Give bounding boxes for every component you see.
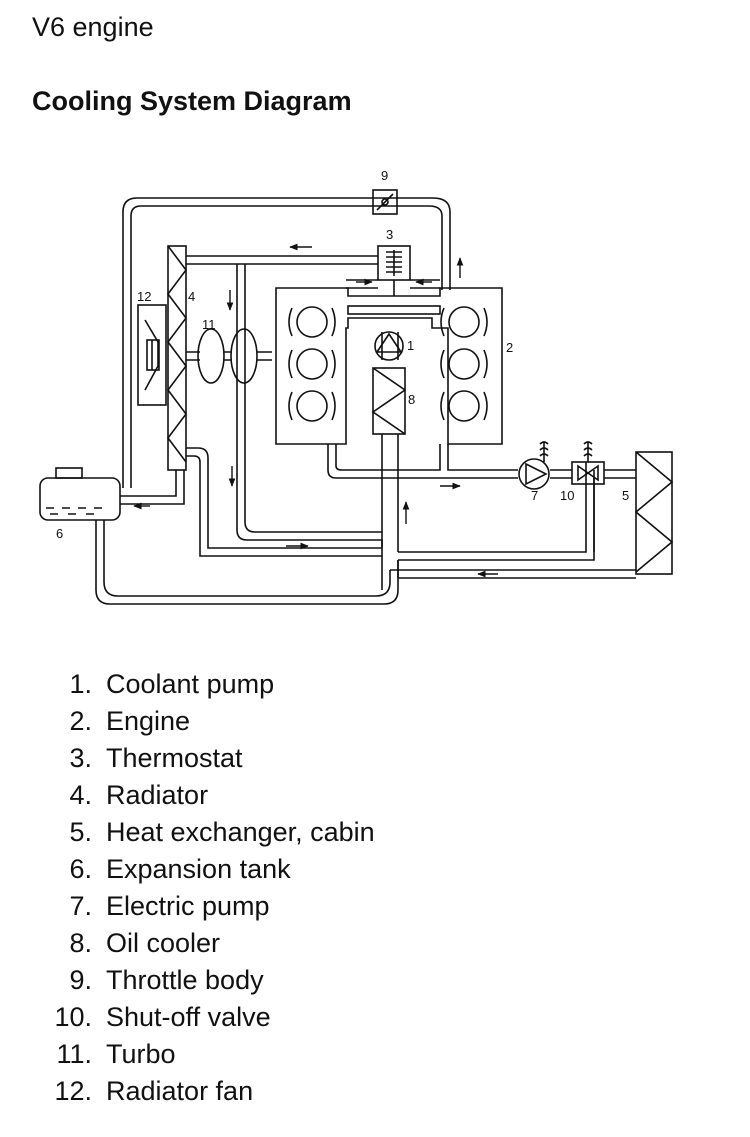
label-3: 3 — [386, 227, 393, 242]
legend-number: 7. — [69, 891, 92, 921]
coolant-pump — [374, 331, 404, 361]
turbo — [186, 328, 272, 384]
label-6: 6 — [56, 526, 63, 541]
legend-number: 10. — [54, 1002, 92, 1032]
cooling-system-diagram: 1 2 3 4 5 6 7 8 9 10 11 12 — [39, 168, 674, 605]
legend-number: 2. — [69, 706, 92, 736]
engine-block — [275, 287, 503, 445]
pipe-tank-feed — [120, 470, 185, 505]
label-2: 2 — [506, 340, 513, 355]
label-1: 1 — [407, 338, 414, 353]
label-5: 5 — [622, 488, 629, 503]
label-10: 10 — [560, 488, 574, 503]
electric-pump — [518, 441, 550, 490]
label-4: 4 — [188, 289, 195, 304]
pipe-thermostat-radiator — [186, 255, 378, 265]
pipe-heater-middle — [398, 462, 595, 561]
pipe-radiator-bottom-outer — [186, 447, 382, 549]
pipe-thermostat-down-left-inner — [244, 264, 382, 533]
legend-label: Coolant pump — [106, 669, 275, 699]
label-11: 11 — [202, 317, 216, 332]
legend-number: 8. — [69, 928, 92, 958]
legend-label: Shut-off valve — [106, 1002, 271, 1032]
legend-label: Engine — [106, 706, 191, 736]
pipe-pump-valve-exchanger — [550, 469, 636, 552]
oil-cooler — [371, 367, 407, 435]
pipe-bottom-return-outer — [95, 520, 399, 605]
pipe-throttle-loop-outer — [122, 197, 451, 488]
legend-number: 5. — [69, 817, 92, 847]
page-title: Cooling System Diagram — [32, 86, 352, 116]
legend-label: Radiator fan — [106, 1076, 254, 1106]
radiator-fan — [137, 304, 167, 406]
legend-number: 1. — [69, 669, 92, 699]
legend-number: 3. — [69, 743, 92, 773]
pipe-throttle-loop-inner — [130, 205, 443, 488]
legend-number: 6. — [69, 854, 92, 884]
legend-label: Radiator — [106, 780, 209, 810]
page-subtitle: V6 engine — [32, 12, 154, 42]
heat-exchanger — [634, 451, 674, 575]
legend-label: Electric pump — [106, 891, 270, 921]
diagram-labels: 1 2 3 4 5 6 7 8 9 10 11 12 — [56, 168, 629, 541]
legend-label: Turbo — [106, 1039, 176, 1069]
legend-label: Expansion tank — [106, 854, 291, 884]
shut-off-valve — [571, 441, 605, 485]
label-8: 8 — [408, 392, 415, 407]
pipe-bottom-return-inner — [103, 520, 391, 597]
pipe-engine-outlets — [327, 444, 518, 479]
label-7: 7 — [531, 488, 538, 503]
flow-arrows — [133, 243, 498, 578]
legend-label: Oil cooler — [106, 928, 221, 958]
legend-number: 4. — [69, 780, 92, 810]
legend-label: Thermostat — [106, 743, 243, 773]
legend-number: 9. — [69, 965, 92, 995]
pipe-radiator-bottom-inner — [186, 455, 382, 557]
expansion-tank — [39, 467, 121, 521]
legend-number: 11. — [56, 1039, 92, 1069]
throttle-body — [372, 189, 398, 215]
label-12: 12 — [137, 289, 151, 304]
legend-label: Heat exchanger, cabin — [106, 817, 375, 847]
thermostat — [346, 245, 440, 296]
pipe-heater-return — [390, 560, 636, 579]
label-9: 9 — [381, 168, 388, 183]
pipe-thermostat-down-left — [236, 264, 383, 548]
legend-number: 12. — [54, 1076, 92, 1106]
legend-label: Throttle body — [106, 965, 264, 995]
radiator — [167, 245, 187, 471]
